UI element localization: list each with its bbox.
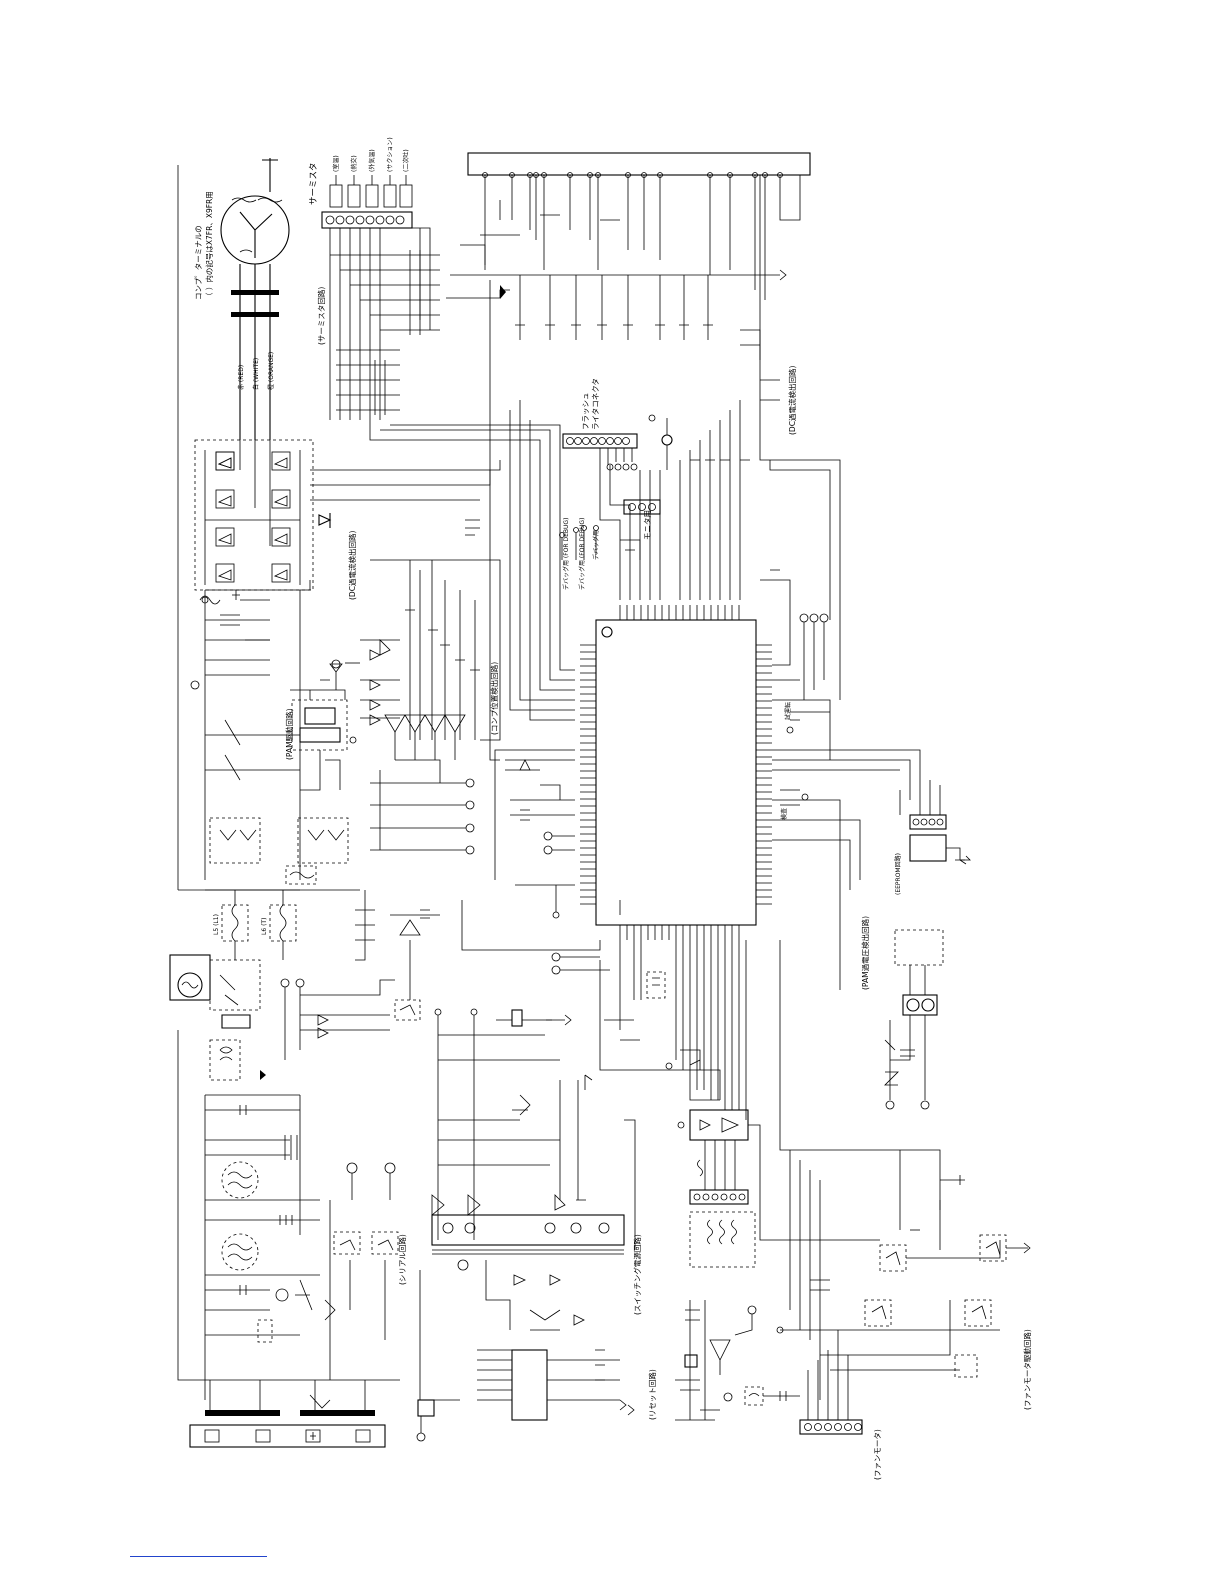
debug-label-1: デバッグ用 (FOR DEBUG) [562, 518, 570, 590]
rectifier-section [190, 590, 349, 891]
ground-symbols [260, 855, 971, 1416]
flash-writer-label-2: ライタコネクタ [591, 378, 600, 430]
eeprom-label: (EEPROM回路) [894, 853, 902, 895]
noise-filter [204, 1039, 320, 1400]
footer-link-underline[interactable] [130, 1556, 267, 1557]
th-hx-label: (熱交) [350, 155, 358, 172]
outdoor-unit-boundary [177, 165, 400, 1381]
check-label: 検査 [780, 808, 788, 820]
pam-drive [290, 659, 360, 791]
mcu-bottom-network [489, 280, 747, 1120]
l5-label: L5 (L1) [213, 914, 220, 935]
thermistor-connector [321, 175, 431, 420]
pam-drive-label: (PAM駆動回路) [284, 708, 294, 760]
fan-motor-connector [799, 1330, 863, 1435]
thermistor-circuit-label: (サーミスタ回路) [316, 287, 326, 345]
switching-power-supply [431, 1008, 636, 1255]
compressor-terminal-label-1: コンプ゜ターミナルの [194, 225, 203, 300]
reset-label: (リセット回路) [647, 1369, 657, 1420]
thermistor-filter-network [330, 250, 440, 415]
left-input-pins [416, 1399, 435, 1442]
mcu-right-network [759, 175, 921, 990]
th-discharge-label: (二次吐) [402, 149, 410, 172]
shunt-diode [318, 513, 332, 528]
th-room-label: (室温) [332, 155, 340, 172]
inverter-bridge [194, 439, 314, 591]
eeprom-chip [899, 780, 965, 862]
debug-pads [559, 525, 641, 560]
fan-motor-drive-label: (ファンモータ駆動回路) [1022, 1329, 1032, 1410]
fan-driver-buffer [677, 1109, 761, 1268]
wire-red-label: 赤 (RED) [238, 365, 245, 390]
wire-orange-label: 橙 (ORANGE) [267, 352, 275, 390]
serial-label: (シリアル回路) [397, 1234, 407, 1285]
l6-label: L6 (T) [261, 918, 268, 935]
monitor-label: モニタ用 [643, 510, 652, 540]
compressor-terminal-label-2: （ ）内の記号はX7FR、X9FR用 [204, 191, 214, 300]
dc-current-detect-label: (DC過電流検出回路) [347, 531, 357, 600]
relay-driver [280, 890, 601, 1060]
debug-label-2: デバッグ用 (FOR DEBUG) [578, 518, 586, 590]
compressor-motor [220, 158, 290, 440]
signal-bus [310, 400, 750, 721]
pam-overvoltage-detect [884, 929, 944, 1110]
serial-circuit [299, 1162, 399, 1380]
thermistor-label: サーミスタ [309, 162, 319, 205]
main-microcontroller [580, 605, 772, 940]
flash-writer-label-1: フラッシュ [581, 393, 590, 431]
fan-motor-label: (ファンモータ) [873, 1429, 882, 1480]
th-suction-label: (サクション) [387, 137, 394, 172]
switching-driver [419, 1259, 627, 1421]
flash-writer-connector [562, 433, 638, 471]
test-run-label: 試運転 [784, 702, 792, 720]
fuse [199, 580, 311, 605]
fan-motor-drive [759, 940, 1031, 1400]
indoor-connector-top [467, 152, 811, 300]
pam-overvoltage-label: (PAM過電圧検出回路) [860, 916, 870, 990]
line-filter-inductors [221, 890, 297, 960]
inrush-relay [169, 954, 261, 1029]
reset-circuit [675, 1300, 800, 1421]
comp-position-detect [360, 519, 501, 855]
switching-power-label: (スイッチング電源回路) [632, 1234, 642, 1315]
top-rail-network [446, 200, 787, 401]
comp-position-detect-label: (コンプ位置検出回路) [489, 662, 499, 735]
wire-white-label: 白 (WHITE) [252, 358, 260, 390]
dc-current-detect-label-2: (DC過電流検出回路) [787, 366, 797, 435]
monitor-connector [623, 414, 673, 515]
power-terminal-block [189, 1380, 386, 1448]
th-outdoor-label: (外気温) [368, 149, 376, 172]
